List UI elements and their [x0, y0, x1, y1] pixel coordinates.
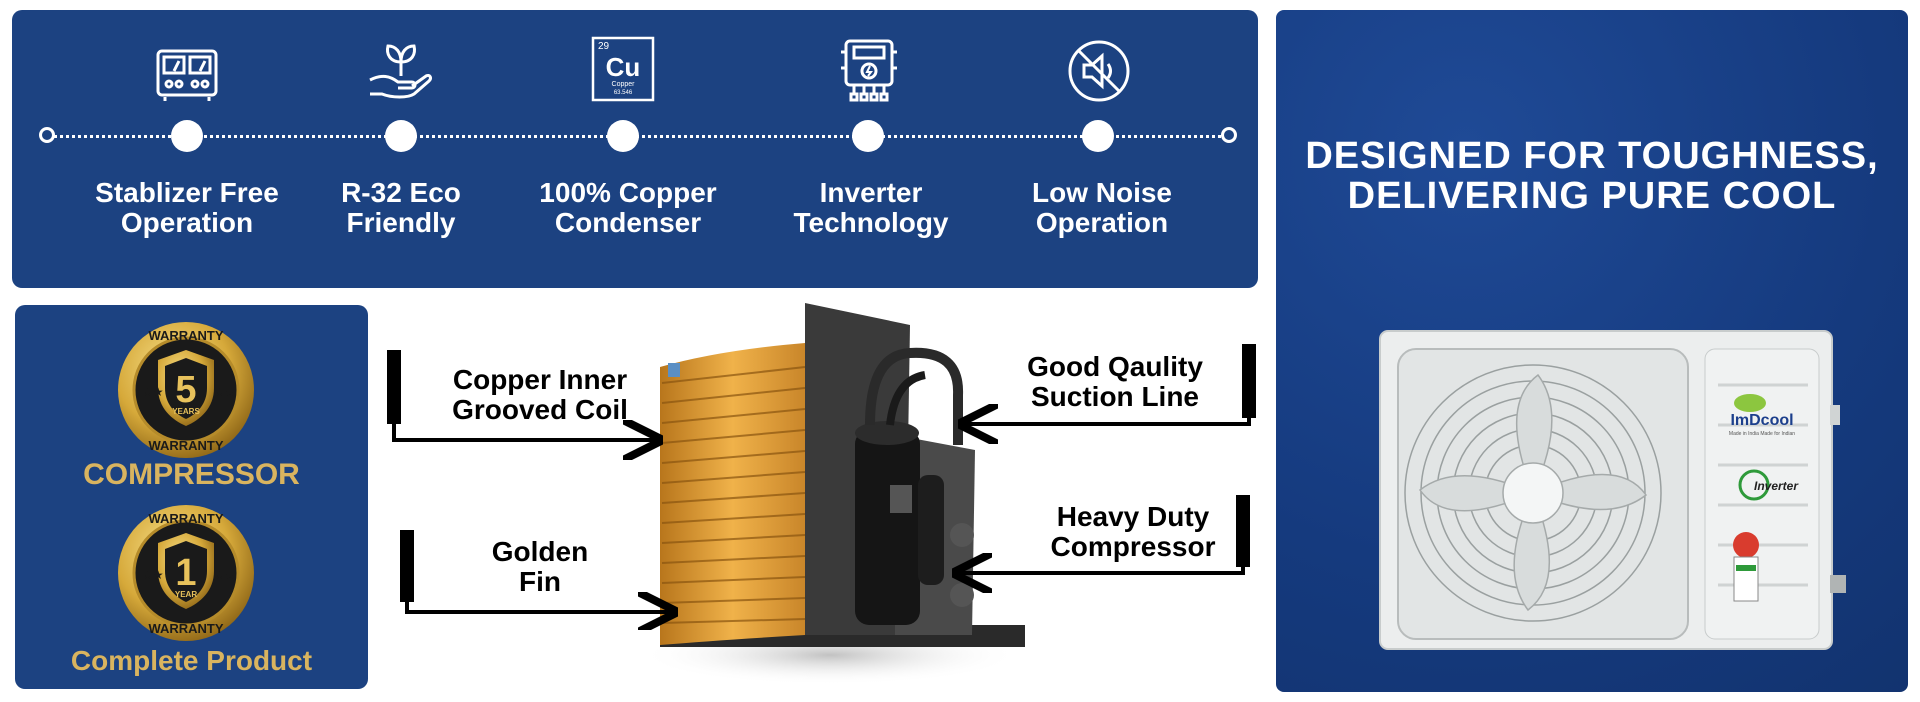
- timeline-node: [607, 120, 639, 152]
- no-noise-icon: [1068, 40, 1130, 102]
- badge-bottom-text: WARRANTY: [148, 621, 223, 636]
- element-symbol: Cu: [606, 52, 641, 82]
- badge-unit: YEAR: [175, 590, 197, 599]
- callout-suction-line: Good Qaulity Suction Line: [1027, 351, 1203, 412]
- warranty-caption-compressor: COMPRESSOR: [83, 458, 300, 491]
- ac-outdoor-unit-image: ImDcool Made in India Made for Indian In…: [1379, 330, 1846, 650]
- callout-compressor: Heavy Duty Compressor: [1050, 501, 1216, 562]
- feature-label-noise: Low Noise Operation: [1031, 177, 1172, 238]
- badge-top-text: WARRANTY: [148, 511, 223, 526]
- inverter-board-icon: [841, 39, 897, 102]
- warranty-caption-product: Complete Product: [70, 645, 313, 676]
- badge-years: 5: [175, 369, 196, 411]
- feature-label-copper: 100% Copper Condenser: [539, 177, 717, 238]
- feature-label-r32: R-32 Eco Friendly: [341, 177, 461, 238]
- timeline-start-dot: [39, 127, 55, 143]
- badge-years: 1: [175, 552, 196, 594]
- element-name: Copper: [612, 81, 636, 88]
- feature-label-stabilizer: Stablizer Free Operation: [95, 177, 279, 238]
- features-panel: [12, 10, 1258, 288]
- badge-unit: YEARS: [172, 407, 200, 416]
- badge-top-text: WARRANTY: [148, 328, 223, 343]
- callout-copper-coil: Copper Inner Grooved Coil: [452, 364, 628, 425]
- inverter-label: Inverter: [1754, 479, 1799, 493]
- svg-text:★★: ★★: [214, 385, 236, 399]
- condenser-illustration: [640, 303, 1025, 685]
- element-number: 29: [598, 41, 610, 52]
- hero-title: DESIGNED FOR TOUGHNESS, DELIVERING PURE …: [1305, 135, 1879, 217]
- voltage-meter-icon: [156, 49, 218, 101]
- callout-golden-fin: Golden Fin: [491, 536, 589, 597]
- svg-text:★★: ★★: [214, 568, 236, 582]
- element-mass: 63.546: [614, 90, 633, 96]
- timeline-end-dot: [1221, 127, 1237, 143]
- warranty-badge-1-year: 1 YEAR WARRANTY WARRANTY ★★ ★★: [118, 505, 254, 641]
- timeline-node: [1082, 120, 1114, 152]
- copper-element-icon: 29 Cu Copper 63.546: [591, 36, 655, 102]
- badge-bottom-text: WARRANTY: [148, 438, 223, 453]
- unit-brand: ImDcool: [1730, 412, 1793, 429]
- timeline-node: [852, 120, 884, 152]
- timeline-node: [171, 120, 203, 152]
- svg-text:★★: ★★: [142, 568, 164, 582]
- feature-label-inverter: Inverter Technology: [793, 177, 949, 238]
- svg-text:★★: ★★: [142, 385, 164, 399]
- unit-tagline: Made in India Made for Indian: [1729, 431, 1795, 437]
- timeline-node: [385, 120, 417, 152]
- warranty-badge-5-years: 5 YEARS WARRANTY WARRANTY ★★ ★★: [118, 322, 254, 458]
- eco-plant-hand-icon: [369, 44, 432, 99]
- callout-arrows: [387, 344, 1256, 630]
